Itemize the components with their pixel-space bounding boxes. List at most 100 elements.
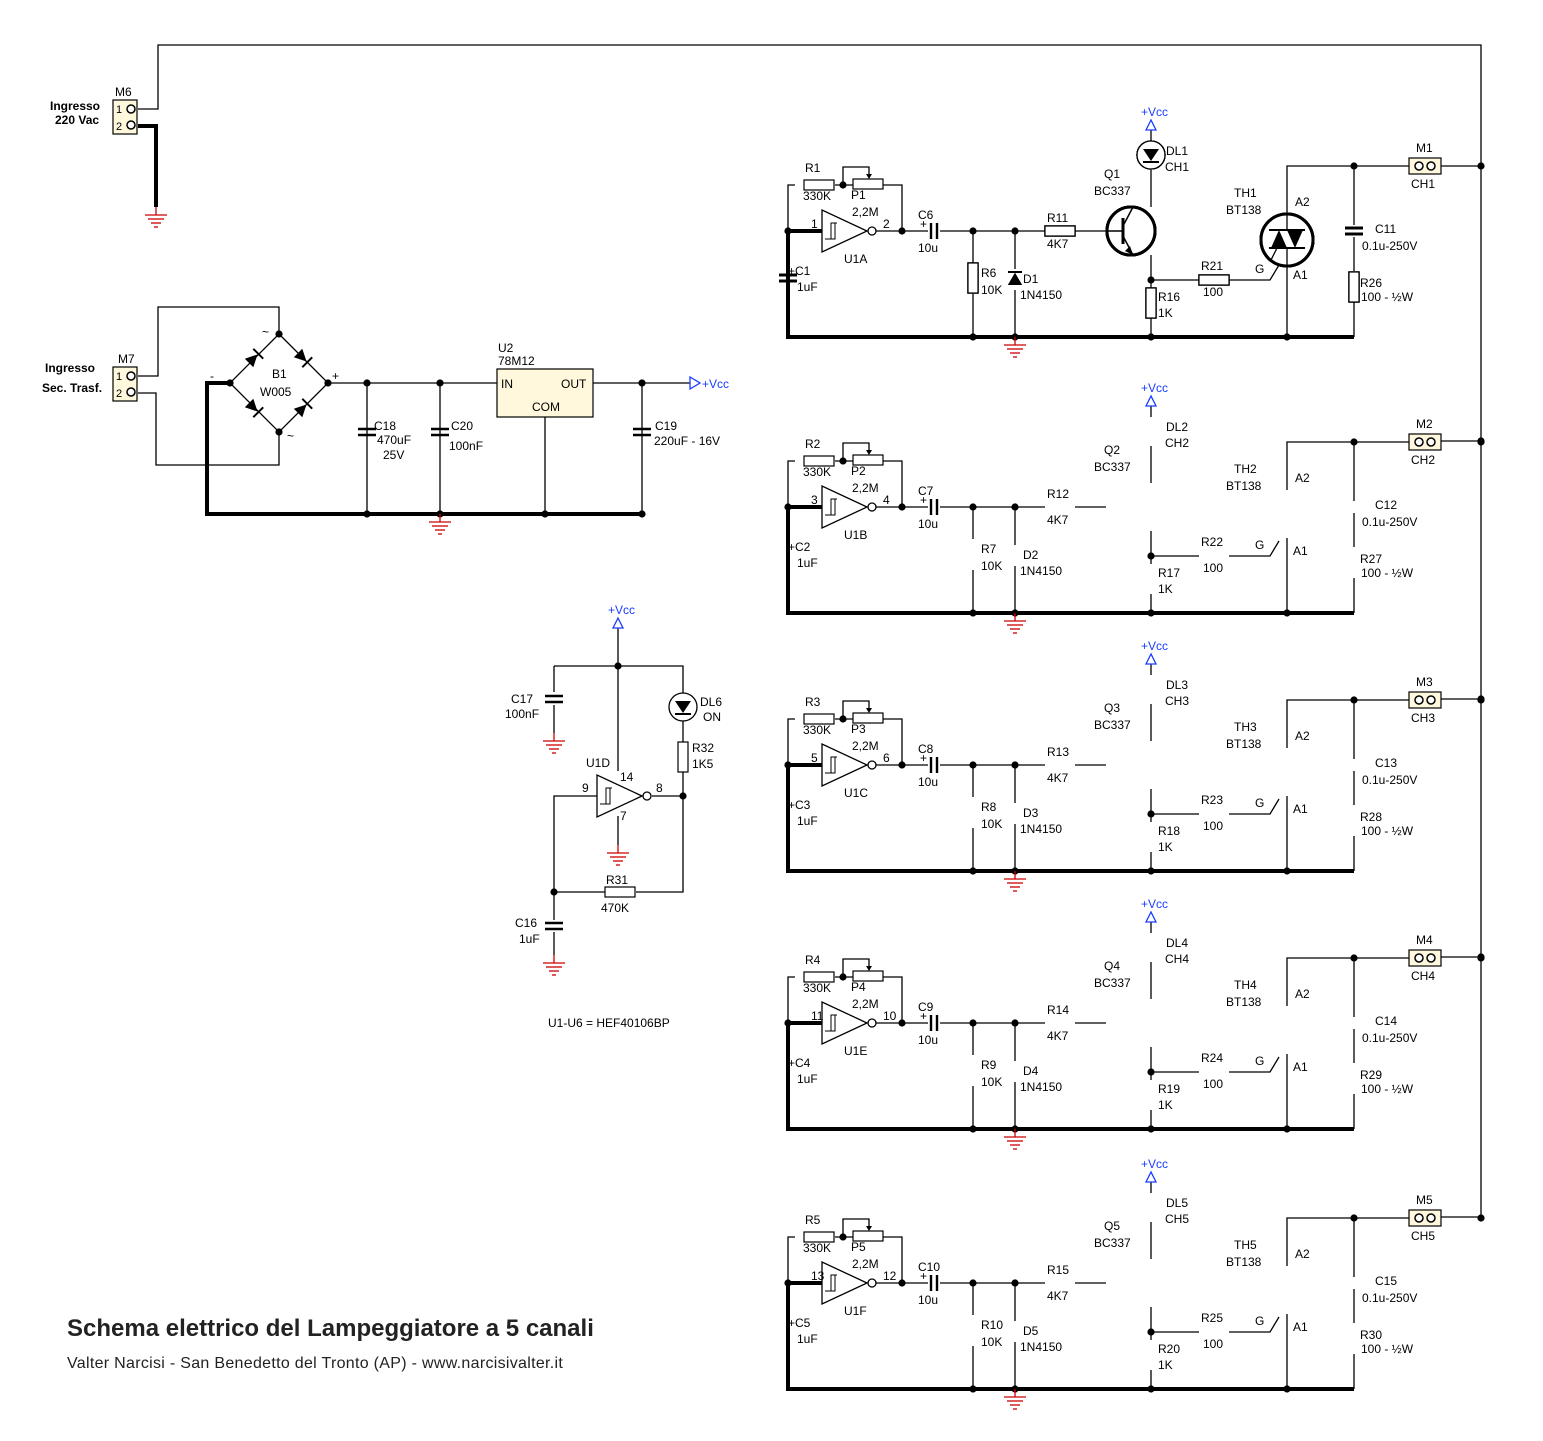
junction-dot bbox=[839, 1233, 847, 1241]
junction-dot bbox=[1147, 552, 1155, 560]
capacitor-icon bbox=[431, 427, 449, 437]
ground-icon bbox=[543, 955, 565, 976]
label-r-e: R18 bbox=[1158, 824, 1180, 838]
junction-dot bbox=[969, 227, 977, 235]
junction-dot bbox=[898, 761, 906, 769]
label-a1: A1 bbox=[1293, 544, 1308, 558]
resistor-icon bbox=[803, 1231, 835, 1243]
label-c-t: C1 bbox=[795, 264, 811, 278]
res-ref: R31 bbox=[606, 873, 628, 887]
label-led: DL2 bbox=[1166, 420, 1188, 434]
electrolytic-capacitor-icon bbox=[929, 1015, 939, 1031]
resistor-icon bbox=[803, 713, 835, 725]
potentiometer-icon bbox=[852, 1230, 884, 1242]
diagram-subtitle: Valter Narcisi - San Benedetto del Tront… bbox=[67, 1355, 564, 1372]
label-q-val: BC337 bbox=[1094, 976, 1131, 990]
vcc-symbol: +Vcc bbox=[1141, 381, 1168, 407]
resistor-icon bbox=[604, 886, 636, 898]
junction-dot bbox=[1350, 954, 1358, 962]
connector-ref: M6 bbox=[115, 85, 132, 99]
label-r-in-val: 330K bbox=[803, 465, 831, 479]
junction-dot bbox=[1283, 1385, 1291, 1393]
label-r-b-val: 4K7 bbox=[1047, 237, 1069, 251]
junction-dot bbox=[1011, 227, 1019, 235]
label-r-b: R12 bbox=[1047, 487, 1069, 501]
junction-dot bbox=[1477, 437, 1485, 445]
pin-label: 1 bbox=[116, 371, 122, 383]
label-r-in: R4 bbox=[805, 953, 821, 967]
bridge-ref: B1 bbox=[272, 367, 287, 381]
label-r-b-val: 4K7 bbox=[1047, 1289, 1069, 1303]
label-pot: P1 bbox=[851, 188, 866, 202]
label-pin-out: 4 bbox=[883, 493, 890, 507]
diode-icon bbox=[293, 398, 313, 418]
label-r-pd-val: 10K bbox=[981, 1075, 1002, 1089]
label-c-c: C7 bbox=[918, 484, 934, 498]
label-c-s-val: 0.1u-250V bbox=[1362, 773, 1417, 787]
junction-dot bbox=[1011, 1019, 1019, 1027]
label-plus: + bbox=[920, 1269, 927, 1283]
junction-dot bbox=[1147, 1068, 1155, 1076]
label-q: Q4 bbox=[1104, 959, 1120, 973]
label-c-t-val: 1uF bbox=[797, 814, 818, 828]
label-led: DL3 bbox=[1166, 678, 1188, 692]
label-r-e: R16 bbox=[1158, 290, 1180, 304]
label-c-s-val: 0.1u-250V bbox=[1362, 239, 1417, 253]
electrolytic-capacitor-icon bbox=[929, 223, 939, 239]
junction-dot bbox=[784, 1019, 792, 1027]
bridge-ac: ~ bbox=[262, 325, 269, 339]
label-conn-lbl: CH1 bbox=[1411, 177, 1435, 191]
vcc-label: +Vcc bbox=[1141, 381, 1168, 395]
vcc-label: +Vcc bbox=[1141, 1157, 1168, 1171]
gate-pin: 7 bbox=[620, 809, 627, 823]
label-pin-out: 10 bbox=[883, 1009, 897, 1023]
diode-icon bbox=[1008, 271, 1022, 285]
label-r-b-val: 4K7 bbox=[1047, 771, 1069, 785]
vcc-output: +Vcc bbox=[689, 375, 729, 391]
label-plus: + bbox=[920, 217, 927, 231]
label-triac-val: BT138 bbox=[1226, 995, 1262, 1009]
bridge-ac: ~ bbox=[287, 429, 294, 443]
label-led-lbl: CH4 bbox=[1165, 952, 1189, 966]
pin-label: 2 bbox=[116, 388, 122, 400]
diagram-title: Schema elettrico del Lampeggiatore a 5 c… bbox=[67, 1315, 594, 1342]
resistor-icon bbox=[1348, 271, 1360, 303]
label-pot: P5 bbox=[851, 1240, 866, 1254]
input-label: Ingresso bbox=[45, 361, 95, 375]
output-connector bbox=[1408, 433, 1442, 451]
capacitor-icon bbox=[1345, 226, 1363, 236]
label-c-s-val: 0.1u-250V bbox=[1362, 515, 1417, 529]
label-r-in-val: 330K bbox=[803, 189, 831, 203]
ground-icon bbox=[1004, 613, 1026, 634]
output-connector bbox=[1408, 949, 1442, 967]
junction-dot bbox=[969, 761, 977, 769]
label-a2: A2 bbox=[1295, 1247, 1310, 1261]
label-r-in: R2 bbox=[805, 437, 821, 451]
diode-icon bbox=[244, 348, 264, 368]
led-icon bbox=[1136, 140, 1166, 170]
label-r-g: R24 bbox=[1201, 1051, 1223, 1065]
cap-value: 470uF bbox=[377, 433, 411, 447]
label-a2: A2 bbox=[1295, 987, 1310, 1001]
junction-dot bbox=[969, 609, 977, 617]
label-r-pd-val: 10K bbox=[981, 1335, 1002, 1349]
junction-dot bbox=[1477, 695, 1485, 703]
label-r-pd-val: 10K bbox=[981, 283, 1002, 297]
junction-dot bbox=[363, 510, 371, 518]
label-gate: U1E bbox=[844, 1044, 867, 1058]
regulator-ref: U2 bbox=[498, 341, 514, 355]
junction-dot bbox=[614, 662, 622, 670]
cap-ref: C19 bbox=[655, 419, 677, 433]
input-label: Ingresso bbox=[50, 99, 100, 113]
junction-dot bbox=[969, 503, 977, 511]
cap-ref: C20 bbox=[451, 419, 473, 433]
junction-dot bbox=[898, 1279, 906, 1287]
connector-ref: M7 bbox=[118, 352, 135, 366]
label-triac-val: BT138 bbox=[1226, 737, 1262, 751]
junction-dot bbox=[1283, 1125, 1291, 1133]
label-pot: P4 bbox=[851, 980, 866, 994]
pin-label: 2 bbox=[116, 121, 122, 133]
resistor-icon bbox=[967, 262, 979, 294]
